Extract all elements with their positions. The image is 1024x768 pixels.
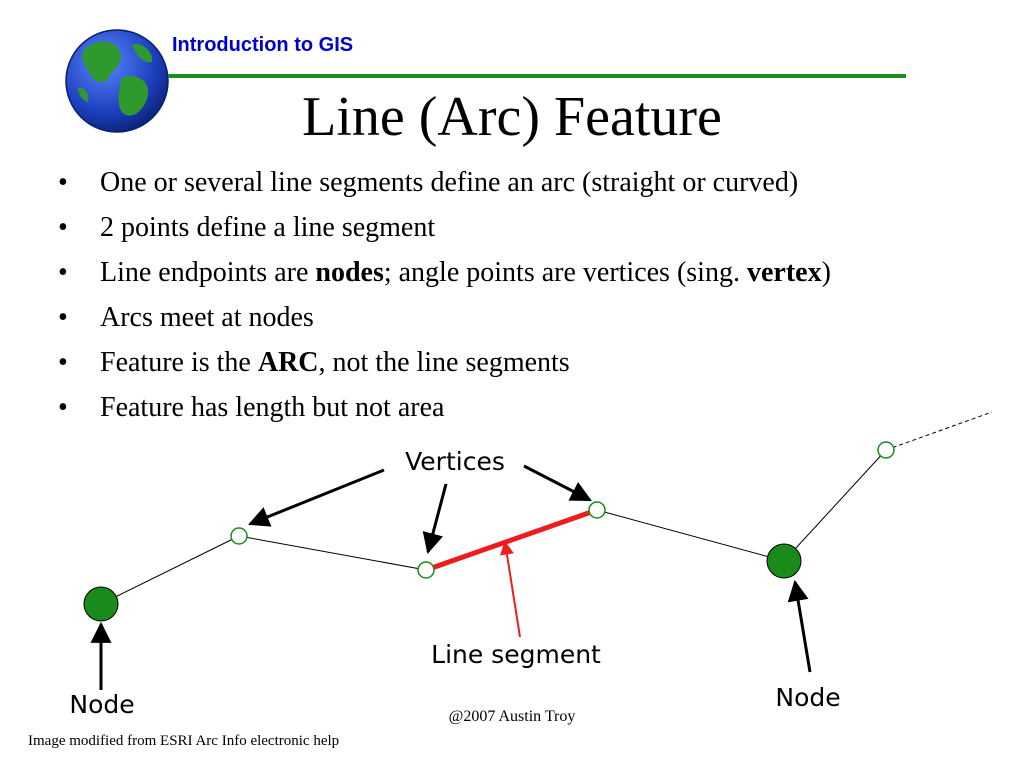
vertices-label: Vertices <box>405 447 505 476</box>
image-credit: Image modified from ESRI Arc Info electr… <box>28 733 340 749</box>
bullet-item: Line endpoints are nodes; angle points a… <box>58 250 831 295</box>
arc-segment-highlighted <box>425 507 598 573</box>
bullet-emphasis: ARC <box>257 347 319 378</box>
course-title: Introduction to GIS <box>172 34 354 56</box>
bullet-text: Line endpoints are <box>100 257 316 288</box>
node-label-left: Node <box>69 690 134 719</box>
bullet-text: ) <box>821 257 831 288</box>
line-segment-label: Line segment <box>431 640 601 669</box>
bullet-item: Feature is the ARC, not the line segment… <box>58 340 831 385</box>
slide-title: Line (Arc) Feature <box>302 86 722 148</box>
node-arrow-right <box>787 579 812 673</box>
vertices-arrow-center <box>422 483 448 555</box>
arc-segment-2 <box>238 535 427 571</box>
bullet-emphasis: vertex <box>746 257 822 288</box>
bullet-item: 2 points define a line segment <box>58 205 831 250</box>
vertex-marker <box>877 441 895 459</box>
vertex-marker <box>417 561 435 579</box>
copyright-footer: @2007 Austin Troy <box>448 708 576 725</box>
vertices-arrow-left <box>248 468 385 527</box>
bullet-text: , not the line segments <box>318 347 570 378</box>
arc-segment-5 <box>783 449 887 562</box>
node-marker-right <box>766 543 802 579</box>
arc-segment-1 <box>100 535 240 605</box>
vertex-marker <box>588 501 606 519</box>
bullet-emphasis: nodes <box>315 257 384 288</box>
vertex-marker <box>230 527 248 545</box>
bullet-item: One or several line segments define an a… <box>58 160 831 205</box>
arc-continuation-dashed <box>885 411 993 451</box>
vertices-arrow-right <box>523 464 592 502</box>
bullet-item: Arcs meet at nodes <box>58 295 831 340</box>
bullet-item: Feature has length but not area <box>58 385 831 430</box>
globe-logo-icon <box>65 29 169 133</box>
bullet-list: One or several line segments define an a… <box>58 160 831 430</box>
bullet-text: Feature is the <box>100 347 258 378</box>
line-segment-arrow <box>500 540 521 638</box>
bullet-text: Arcs meet at nodes <box>100 302 314 333</box>
bullet-text: One or several line segments define an a… <box>100 167 799 198</box>
bullet-text: 2 points define a line segment <box>100 212 436 243</box>
bullet-text: Feature has length but not area <box>100 392 445 423</box>
node-label-right: Node <box>775 683 840 712</box>
bullet-text: ; angle points are vertices (sing. <box>383 257 747 288</box>
node-marker-left <box>83 586 119 622</box>
header-divider <box>168 74 906 78</box>
arc-segment-4 <box>596 509 785 562</box>
